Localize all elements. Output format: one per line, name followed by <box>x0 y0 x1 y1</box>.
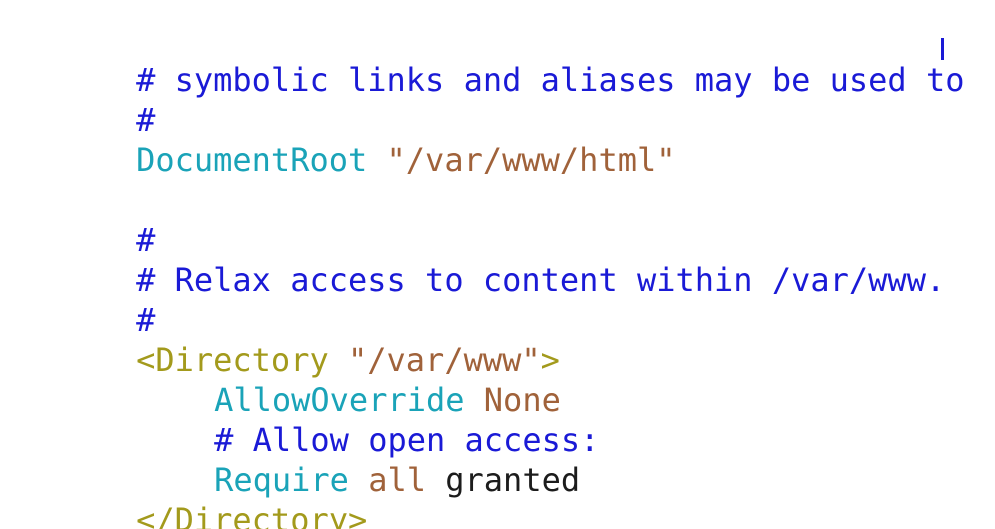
code-line-1: # symbolic links and aliases may be used… <box>59 20 984 99</box>
comment-text: # Allow open access: <box>214 421 600 459</box>
string-literal: "/var/www" <box>347 341 541 379</box>
comment-text: # symbolic links and aliases may be used… <box>136 61 984 99</box>
section-tag-open: <Directory <box>136 341 348 379</box>
plain-text: granted <box>445 461 581 499</box>
directive-value: all <box>368 461 426 499</box>
directive-keyword: DocumentRoot <box>136 141 368 179</box>
code-line-12: </Directory> <box>59 460 367 529</box>
directive-keyword: AllowOverride <box>214 381 465 419</box>
code-line-2: # <box>59 60 155 139</box>
comment-text: # Relax access to content within /var/ww… <box>136 261 946 299</box>
comment-text: # <box>136 301 156 339</box>
whitespace <box>367 141 386 179</box>
code-line-5: # <box>59 180 155 259</box>
section-tag-close: </Directory> <box>136 501 368 529</box>
string-literal: "/var/www/html" <box>386 141 676 179</box>
comment-text: # <box>136 221 156 259</box>
text-cursor <box>941 38 944 60</box>
code-line-3: DocumentRoot "/var/www/html" <box>59 100 675 179</box>
code-line-9: AllowOverride None <box>59 340 561 419</box>
code-line-7: # <box>59 260 155 339</box>
directive-value: None <box>483 381 561 419</box>
section-tag-bracket: > <box>540 341 560 379</box>
directive-keyword: Require <box>214 461 349 499</box>
comment-text: # <box>136 101 156 139</box>
code-line-10: # Allow open access: <box>59 380 599 459</box>
code-line-6: # Relax access to content within /var/ww… <box>59 220 945 299</box>
code-line-8: <Directory "/var/www"> <box>59 300 560 379</box>
whitespace <box>426 461 445 499</box>
code-line-11: Require all granted <box>59 420 580 499</box>
